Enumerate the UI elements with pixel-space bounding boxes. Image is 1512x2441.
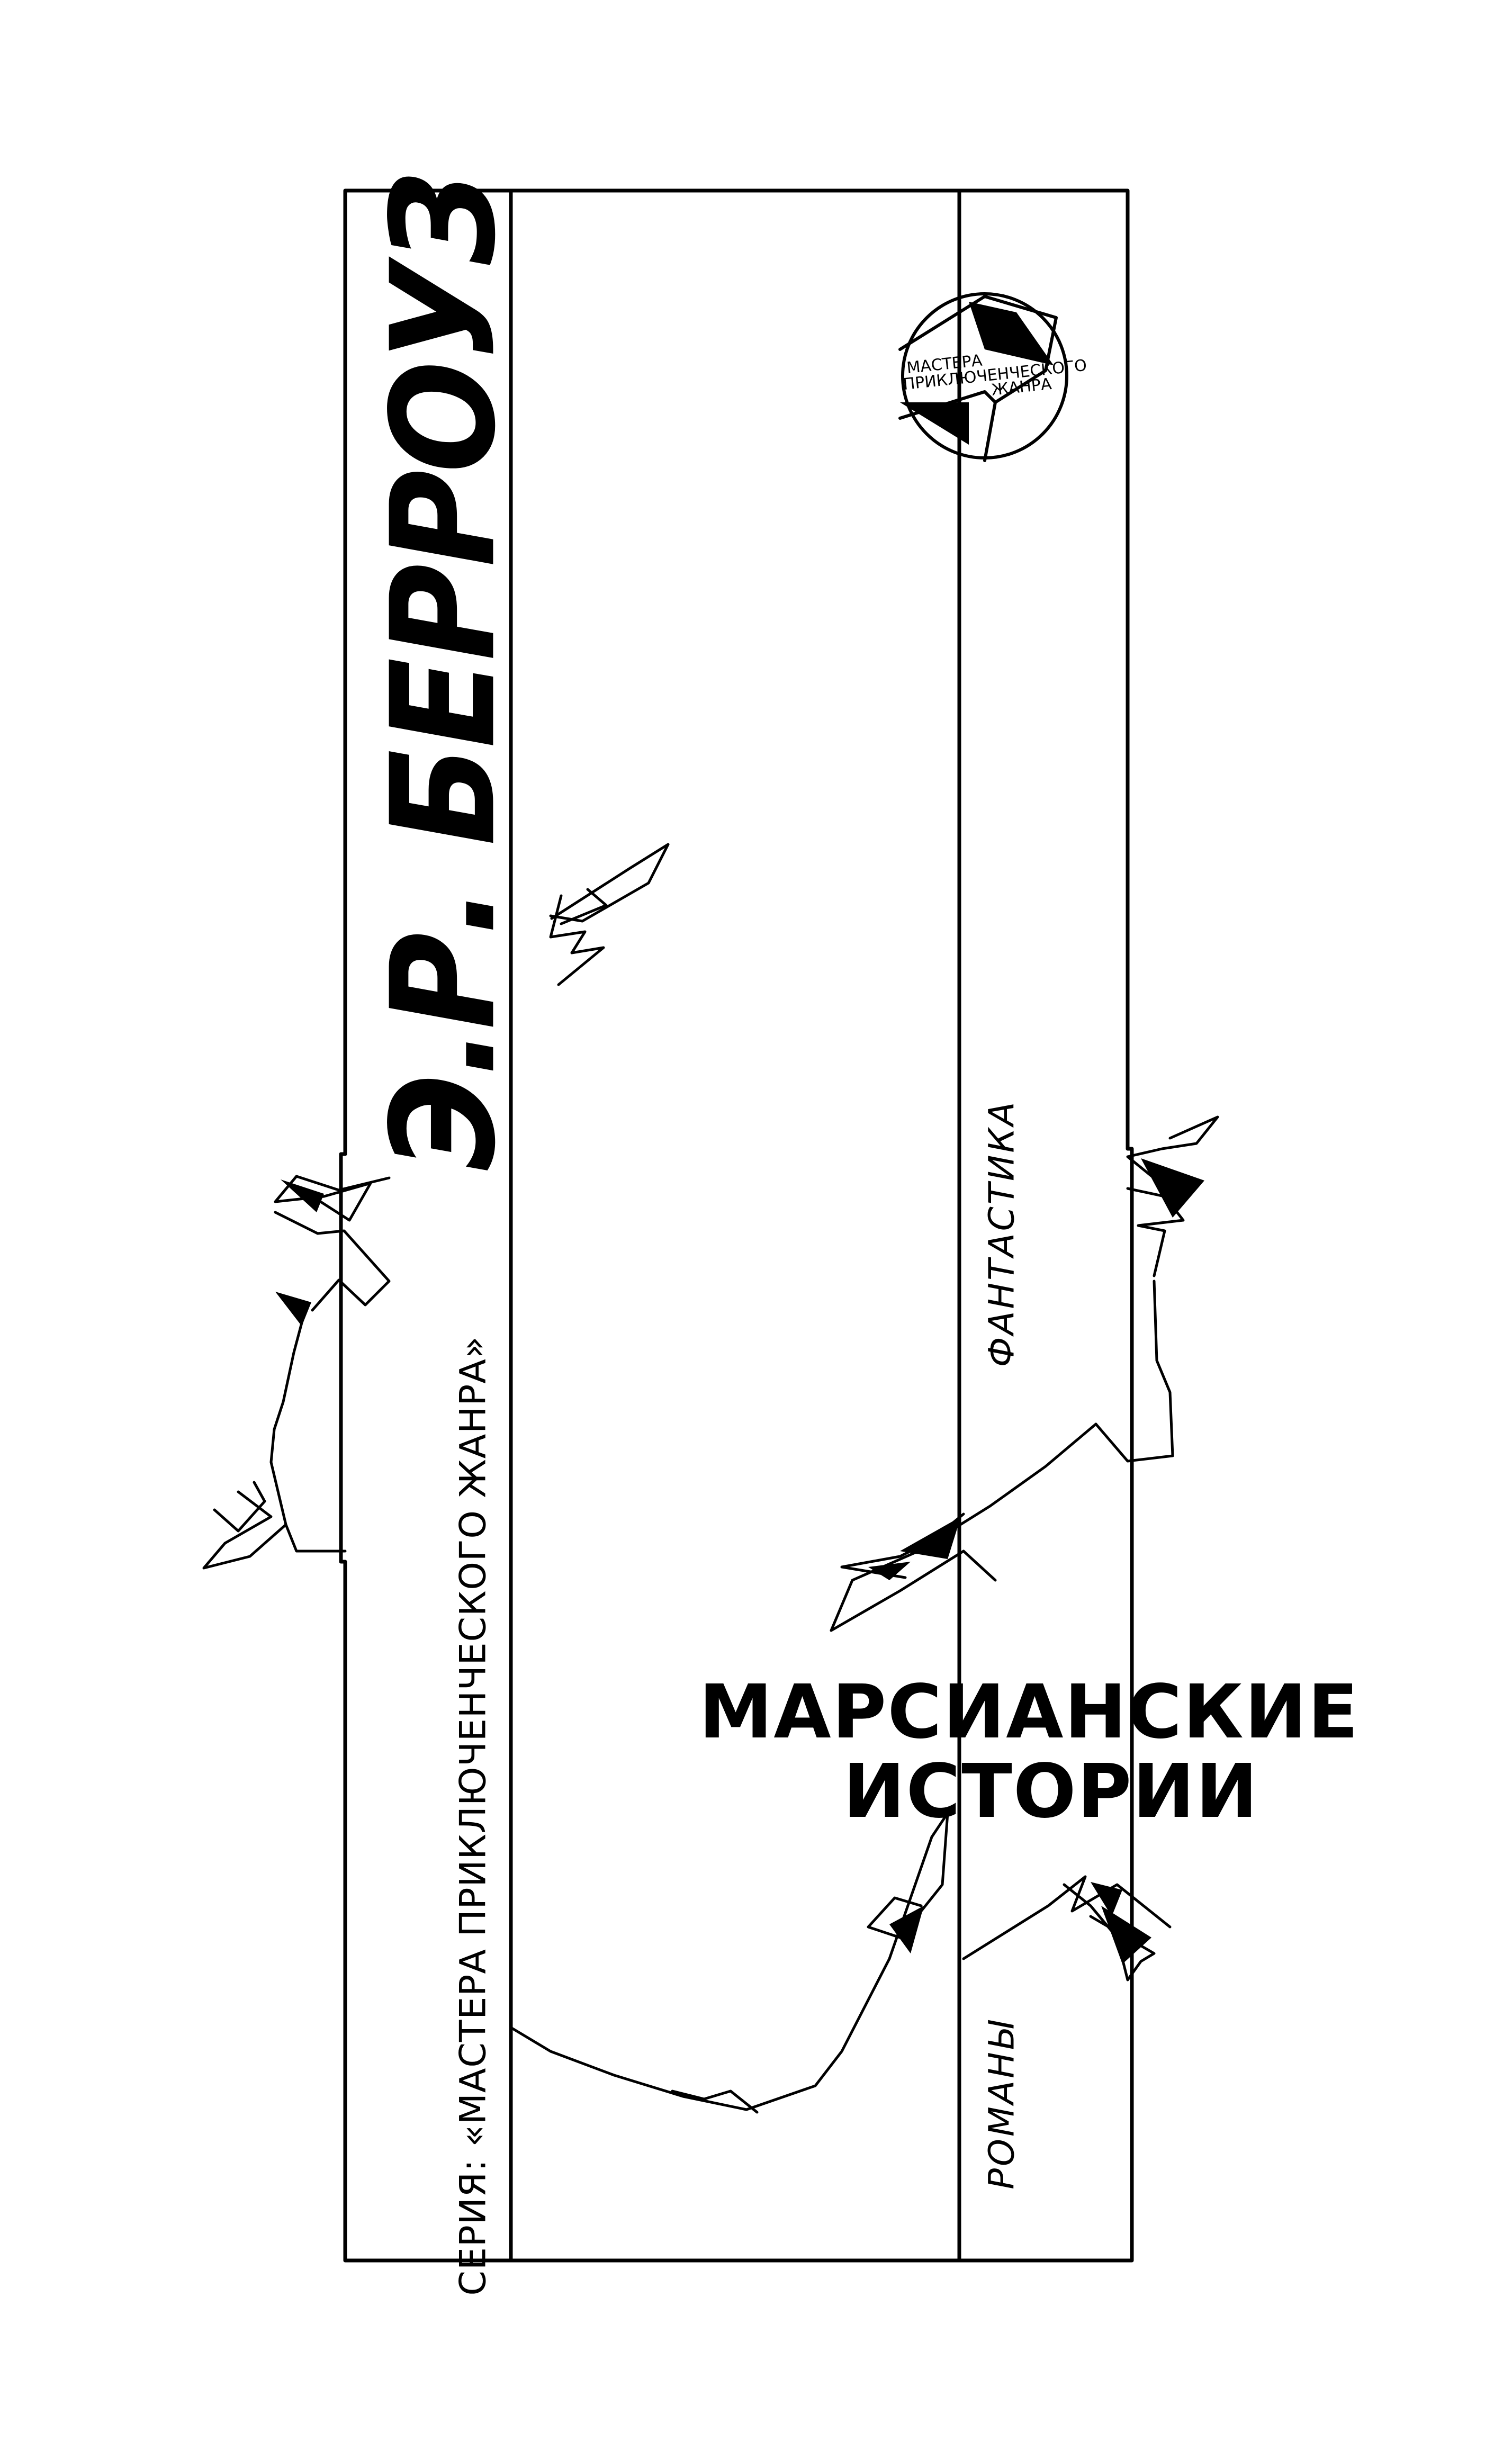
- book-title-line-1: МАРСИАНСКИЕ: [699, 1669, 1360, 1755]
- book-title-line-2: ИСТОРИИ: [843, 1749, 1259, 1835]
- cover-frame: [339, 188, 1134, 2263]
- wire-figure-right-shading: [868, 1158, 1204, 1580]
- series-logo: [898, 292, 1068, 462]
- wire-figure-author: [549, 843, 670, 986]
- genre-label: ФАНТАСТИКА: [981, 1100, 1022, 1367]
- form-label: РОМАНЫ: [981, 2019, 1022, 2190]
- wire-figure-left: [202, 1175, 391, 1570]
- series-logo-shading: [900, 302, 1054, 445]
- wire-figure-left-shading: [275, 1179, 324, 1326]
- book-title: МАРСИАНСКИЕ ИСТОРИИ: [699, 1669, 1360, 1835]
- series-label: СЕРИЯ: «МАСТЕРА ПРИКЛЮЧЕНЧЕСКОГО ЖАНРА»: [452, 1336, 494, 2296]
- wire-figure-bottom: [509, 1812, 1172, 2114]
- author-name: Э.Р. БЕРРОУЗ: [360, 174, 527, 1171]
- wire-figure-bottom-shading: [889, 1882, 1151, 1964]
- wire-figure-right: [830, 1115, 1219, 1632]
